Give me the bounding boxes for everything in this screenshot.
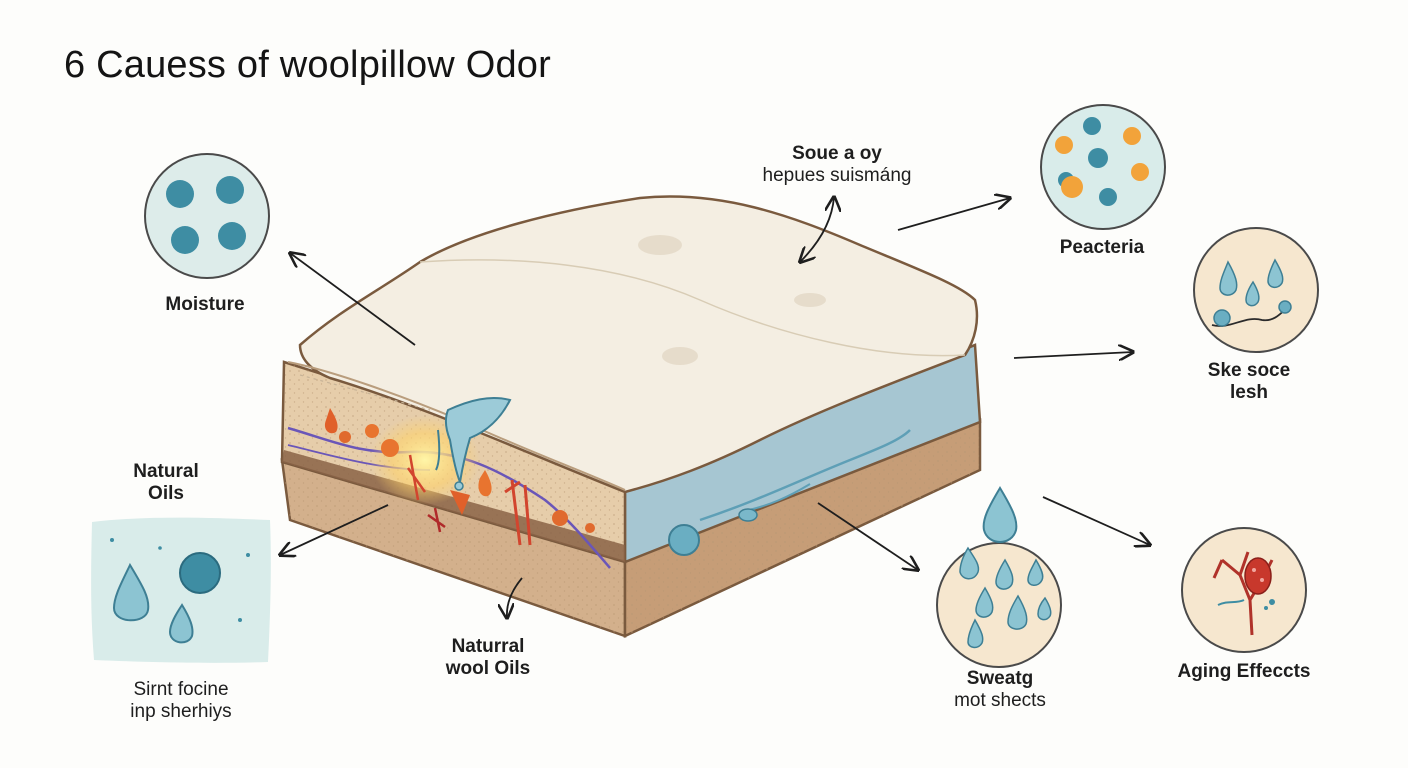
arrow-to-natural-oils bbox=[280, 504, 389, 555]
label-ske-line2: lesh bbox=[1229, 382, 1269, 403]
arrow-to-peacteria bbox=[897, 198, 1010, 231]
bacteria-illustration bbox=[1040, 104, 1166, 230]
aging-illustration bbox=[1181, 527, 1307, 653]
label-natural-oils: Natural Oils bbox=[118, 461, 214, 505]
arrow-to-natural-wool-oils bbox=[507, 577, 523, 618]
arrow-to-moisture bbox=[290, 253, 416, 346]
label-moisture: Moisture bbox=[165, 294, 245, 315]
label-sweatg-line2: mot shects bbox=[954, 690, 1046, 711]
arrow-to-ske-soce bbox=[1013, 352, 1133, 358]
arrow-to-sweatg bbox=[817, 502, 918, 570]
label-ske-line1: Ske soce bbox=[1207, 360, 1291, 381]
label-sirnt-focine: Sirnt focine inp sherhiys bbox=[96, 679, 266, 723]
label-sweatg-line1: Sweatg bbox=[966, 668, 1034, 689]
label-soue-line1: Soue a oy bbox=[792, 143, 882, 164]
label-natural-wool-line1: Naturral bbox=[451, 636, 525, 657]
label-peacteria: Peacteria bbox=[1059, 237, 1145, 258]
label-natural-wool-line2: wool Oils bbox=[445, 658, 531, 679]
label-sirnt-line2: inp sherhiys bbox=[130, 701, 232, 722]
label-sirnt-line1: Sirnt focine bbox=[133, 679, 229, 700]
wool-pillow-cross-section bbox=[280, 195, 982, 638]
moisture-illustration bbox=[144, 153, 270, 279]
label-natural-oils-line2: Oils bbox=[148, 483, 184, 504]
label-soue-a-oy: Soue a oy hepues suismáng bbox=[752, 143, 922, 187]
label-natural-oils-line1: Natural bbox=[133, 461, 199, 482]
label-sweatg: Sweatg mot shects bbox=[930, 668, 1070, 712]
sweat-illustration bbox=[936, 486, 1062, 668]
diagram-title: 6 Cauess of woolpillow Odor bbox=[64, 44, 551, 86]
label-ske-soce: Ske soce lesh bbox=[1194, 360, 1304, 404]
natural-oils-illustration bbox=[91, 517, 271, 663]
label-natural-wool-oils: Naturral wool Oils bbox=[418, 636, 558, 680]
arrow-to-soue bbox=[800, 197, 834, 262]
skin-shedding-illustration bbox=[1193, 227, 1319, 353]
label-soue-line2: hepues suismáng bbox=[762, 165, 912, 186]
arrow-to-aging bbox=[1042, 496, 1150, 545]
label-aging-effects: Aging Effeccts bbox=[1177, 661, 1311, 682]
arrows bbox=[280, 197, 1150, 618]
